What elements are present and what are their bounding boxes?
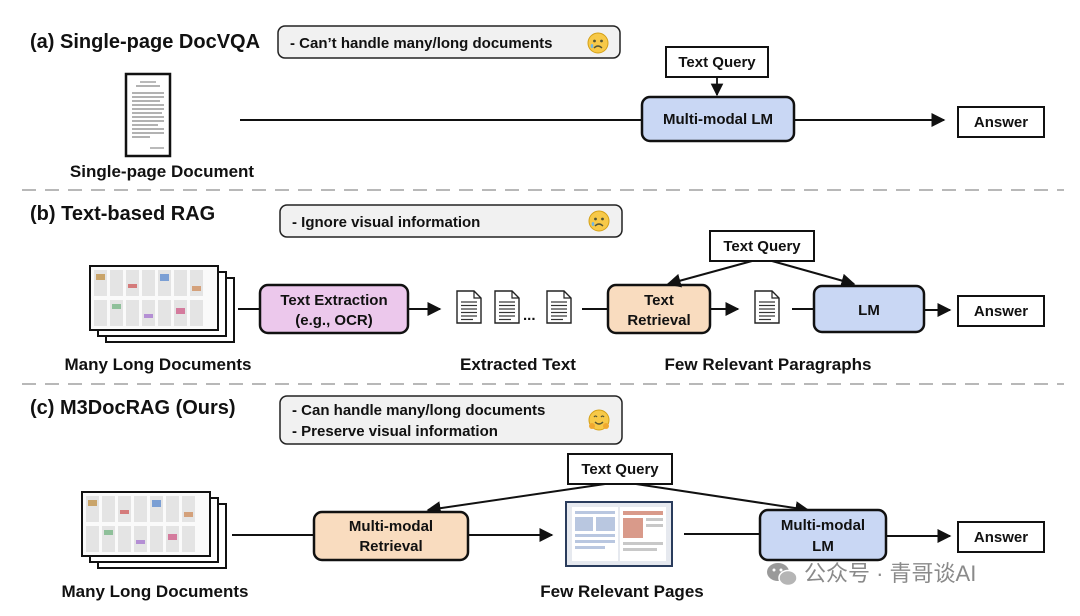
extracted-text-page-icon-3 [546,290,572,324]
sad-face-icon [587,32,609,54]
section-a-text-query-box: Text Query [665,46,769,78]
relevant-paragraphs-caption: Few Relevant Paragraphs [665,355,872,374]
section-b-documents-caption: Many Long Documents [64,355,251,374]
extracted-text-caption: Extracted Text [460,355,576,374]
text-retrieval-label-2: Retrieval [627,312,690,329]
section-c-query-to-lm-arrow [635,483,810,516]
section-c-text-query-box: Text Query [567,453,673,485]
text-retrieval-label-1: Text [644,292,674,309]
section-a-answer-label: Answer [974,114,1028,131]
section-a-note: - Can’t handle many/long documents [277,25,621,59]
section-c-document-stack-icon [81,491,227,569]
section-c-note-line-1: - Can handle many/long documents [292,402,545,419]
sad-face-icon [588,210,610,232]
section-a-answer-box: Answer [957,106,1045,138]
section-a-note-text: - Can’t handle many/long documents [290,35,553,52]
relevant-paragraph-page-icon [754,290,780,324]
section-a-text-query-label: Text Query [678,54,756,71]
section-b-text-query-label: Text Query [723,238,801,255]
single-page-document-caption: Single-page Document [70,162,255,181]
text-retrieval-box: Text Retrieval [606,283,712,335]
text-extraction-label-1: Text Extraction [280,292,387,309]
section-b-answer-box: Answer [957,295,1045,327]
text-extraction-label-2: (e.g., OCR) [295,312,373,329]
multimodal-retrieval-label-1: Multi-modal [349,518,433,535]
section-b-document-stack-icon [89,265,235,343]
watermark-text: 公众号 · 青哥谈AI [804,561,976,586]
section-c-model-label-1: Multi-modal [781,517,865,534]
section-a-multimodal-lm-box: Multi-modal LM [640,95,796,143]
section-a-model-label: Multi-modal LM [663,111,773,128]
extracted-text-page-icon-2 [494,290,520,324]
section-a-title: (a) Single-page DocVQA [30,31,260,53]
section-b-text-query-box: Text Query [709,230,815,262]
multimodal-retrieval-box: Multi-modal Retrieval [312,510,470,562]
relevant-pages-thumbnail [565,501,673,567]
section-c-multimodal-lm-box: Multi-modal LM [758,508,888,562]
extracted-text-ellipsis: ... [523,307,536,324]
section-b-model-label: LM [858,302,880,319]
section-c-note-line-2: - Preserve visual information [292,423,498,440]
section-c-note: - Can handle many/long documents - Prese… [279,395,623,445]
single-page-document-icon [124,72,172,158]
section-c-documents-caption: Many Long Documents [61,582,248,601]
section-c-title: (c) M3DocRAG (Ours) [30,397,236,419]
text-extraction-box: Text Extraction (e.g., OCR) [258,283,410,335]
section-b-query-to-retrieval-arrow [666,260,753,288]
section-c-text-query-label: Text Query [581,461,659,478]
wechat-icon [767,563,798,587]
section-b-title: (b) Text-based RAG [30,203,215,225]
section-c-answer-label: Answer [974,529,1028,546]
section-c-query-to-retrieval-arrow [426,483,606,516]
relevant-pages-caption: Few Relevant Pages [540,582,703,601]
section-c-answer-box: Answer [957,521,1045,553]
hugging-face-icon [588,409,610,431]
multimodal-retrieval-label-2: Retrieval [359,538,422,555]
extracted-text-page-icon-1 [456,290,482,324]
section-b-query-to-lm-arrow [771,260,856,288]
section-b-lm-box: LM [812,284,926,334]
section-b-note: - Ignore visual information [279,204,623,238]
section-b-note-text: - Ignore visual information [292,214,480,231]
section-b-answer-label: Answer [974,303,1028,320]
section-c-model-label-2: LM [812,538,834,555]
